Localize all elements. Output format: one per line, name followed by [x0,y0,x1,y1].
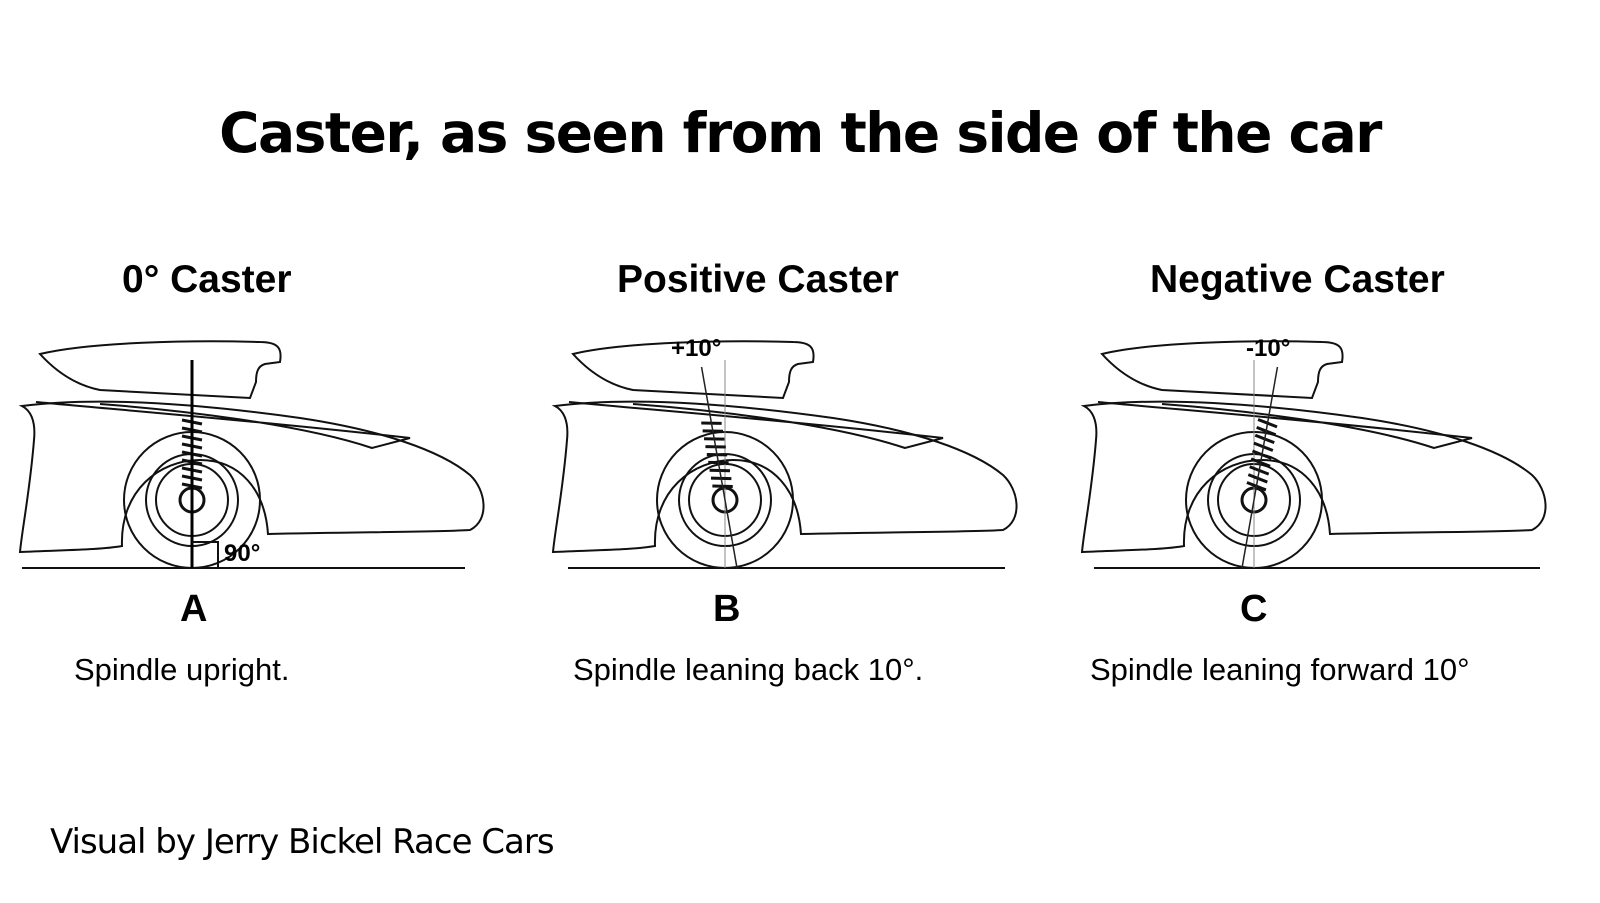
panel-heading: Positive Caster [617,258,899,301]
spindle [700,366,738,570]
wing [571,340,815,400]
car-body-outline [1080,340,1547,569]
wing [38,340,282,400]
image-credit: Visual by Jerry Bickel Race Cars [50,822,555,862]
diagram-caption: Spindle leaning forward 10° [1090,652,1470,687]
body-shell [18,400,485,554]
diagram-caption: Spindle leaning back 10°. [573,652,924,687]
car-side-diagram: -10° [1080,335,1547,570]
body-crease [35,401,411,450]
spindle-axis-line [1241,366,1279,570]
page-title: Caster, as seen from the side of the car [219,101,1382,165]
panel-zero-caster: 0° Caster 90° A Spindle upright. [0,230,533,720]
panel-heading: Negative Caster [1150,258,1445,301]
car-side-diagram: +10° [551,335,1018,570]
panel-positive-caster: Positive Caster +10° B Spindle leaning b… [533,230,1066,720]
body-shell [551,400,1018,554]
angle-label: +10° [671,335,721,362]
panel-negative-caster: Negative Caster -10° C Spindle leaning f… [1062,230,1595,720]
diagram-letter: B [713,588,741,630]
panel-heading: 0° Caster [122,258,292,301]
body-crease [1097,401,1473,450]
body-crease [568,401,944,450]
spindle [181,360,203,568]
wing [1100,340,1344,400]
spindle-axis-line [700,366,738,570]
spindle [1241,366,1279,570]
angle-label: -10° [1246,335,1290,362]
car-body-outline [18,340,485,569]
body-shell [1080,400,1547,554]
car-body-outline [551,340,1018,569]
car-side-diagram: 90° [18,340,485,569]
diagram-letter: C [1240,588,1268,630]
diagram-letter: A [180,588,208,630]
right-angle-marker [192,541,219,568]
diagram-caption: Spindle upright. [74,652,290,687]
angle-label: 90° [224,540,260,567]
